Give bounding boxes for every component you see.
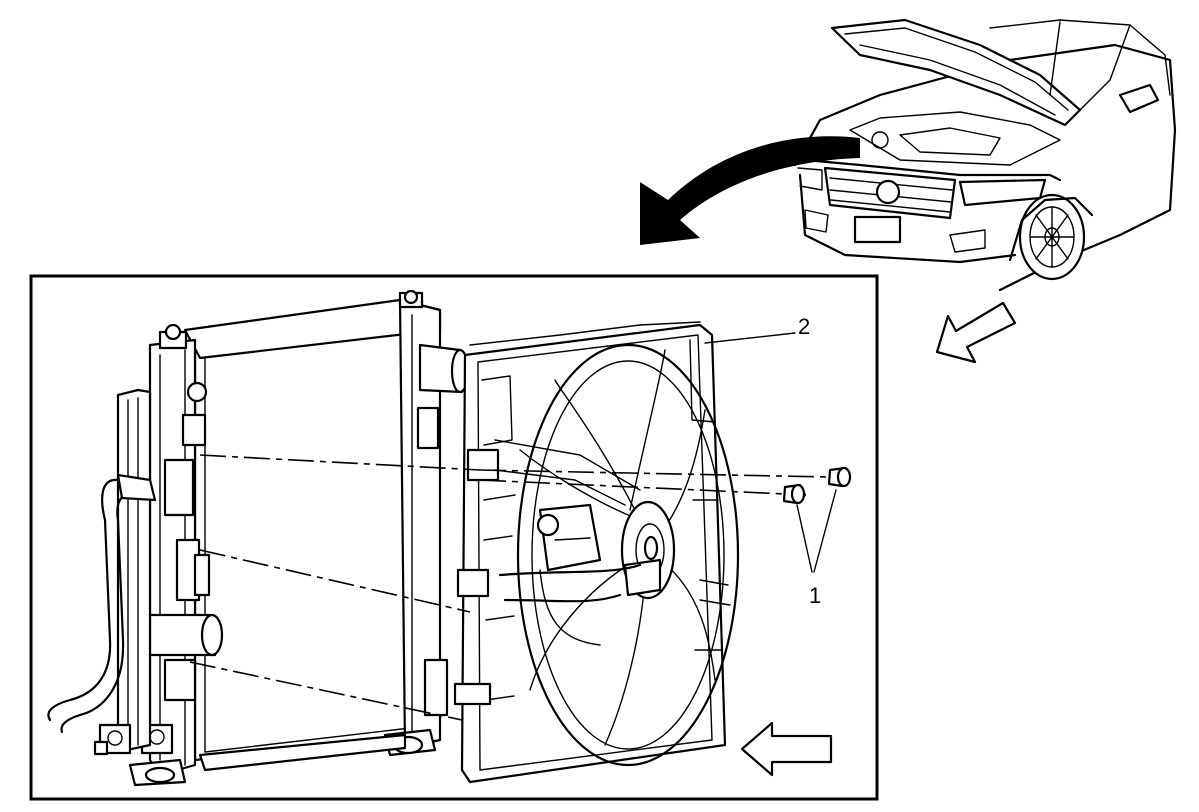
bolt-upper <box>827 466 852 488</box>
direction-arrow-icon <box>935 301 1017 364</box>
vehicle-overview <box>793 18 1177 292</box>
condenser-line <box>47 388 157 756</box>
callout-1-label: 1 <box>809 583 821 608</box>
curved-arrow-icon <box>640 136 860 245</box>
detail-frame <box>29 274 879 801</box>
radiator <box>128 289 470 787</box>
fan-shroud <box>453 321 740 784</box>
bolt-lower <box>782 483 807 505</box>
install-arrow-icon <box>740 721 833 777</box>
callout-2-label: 2 <box>798 314 810 339</box>
leader-lines <box>704 332 837 573</box>
alignment-lines <box>189 454 831 721</box>
fasteners <box>782 466 852 505</box>
